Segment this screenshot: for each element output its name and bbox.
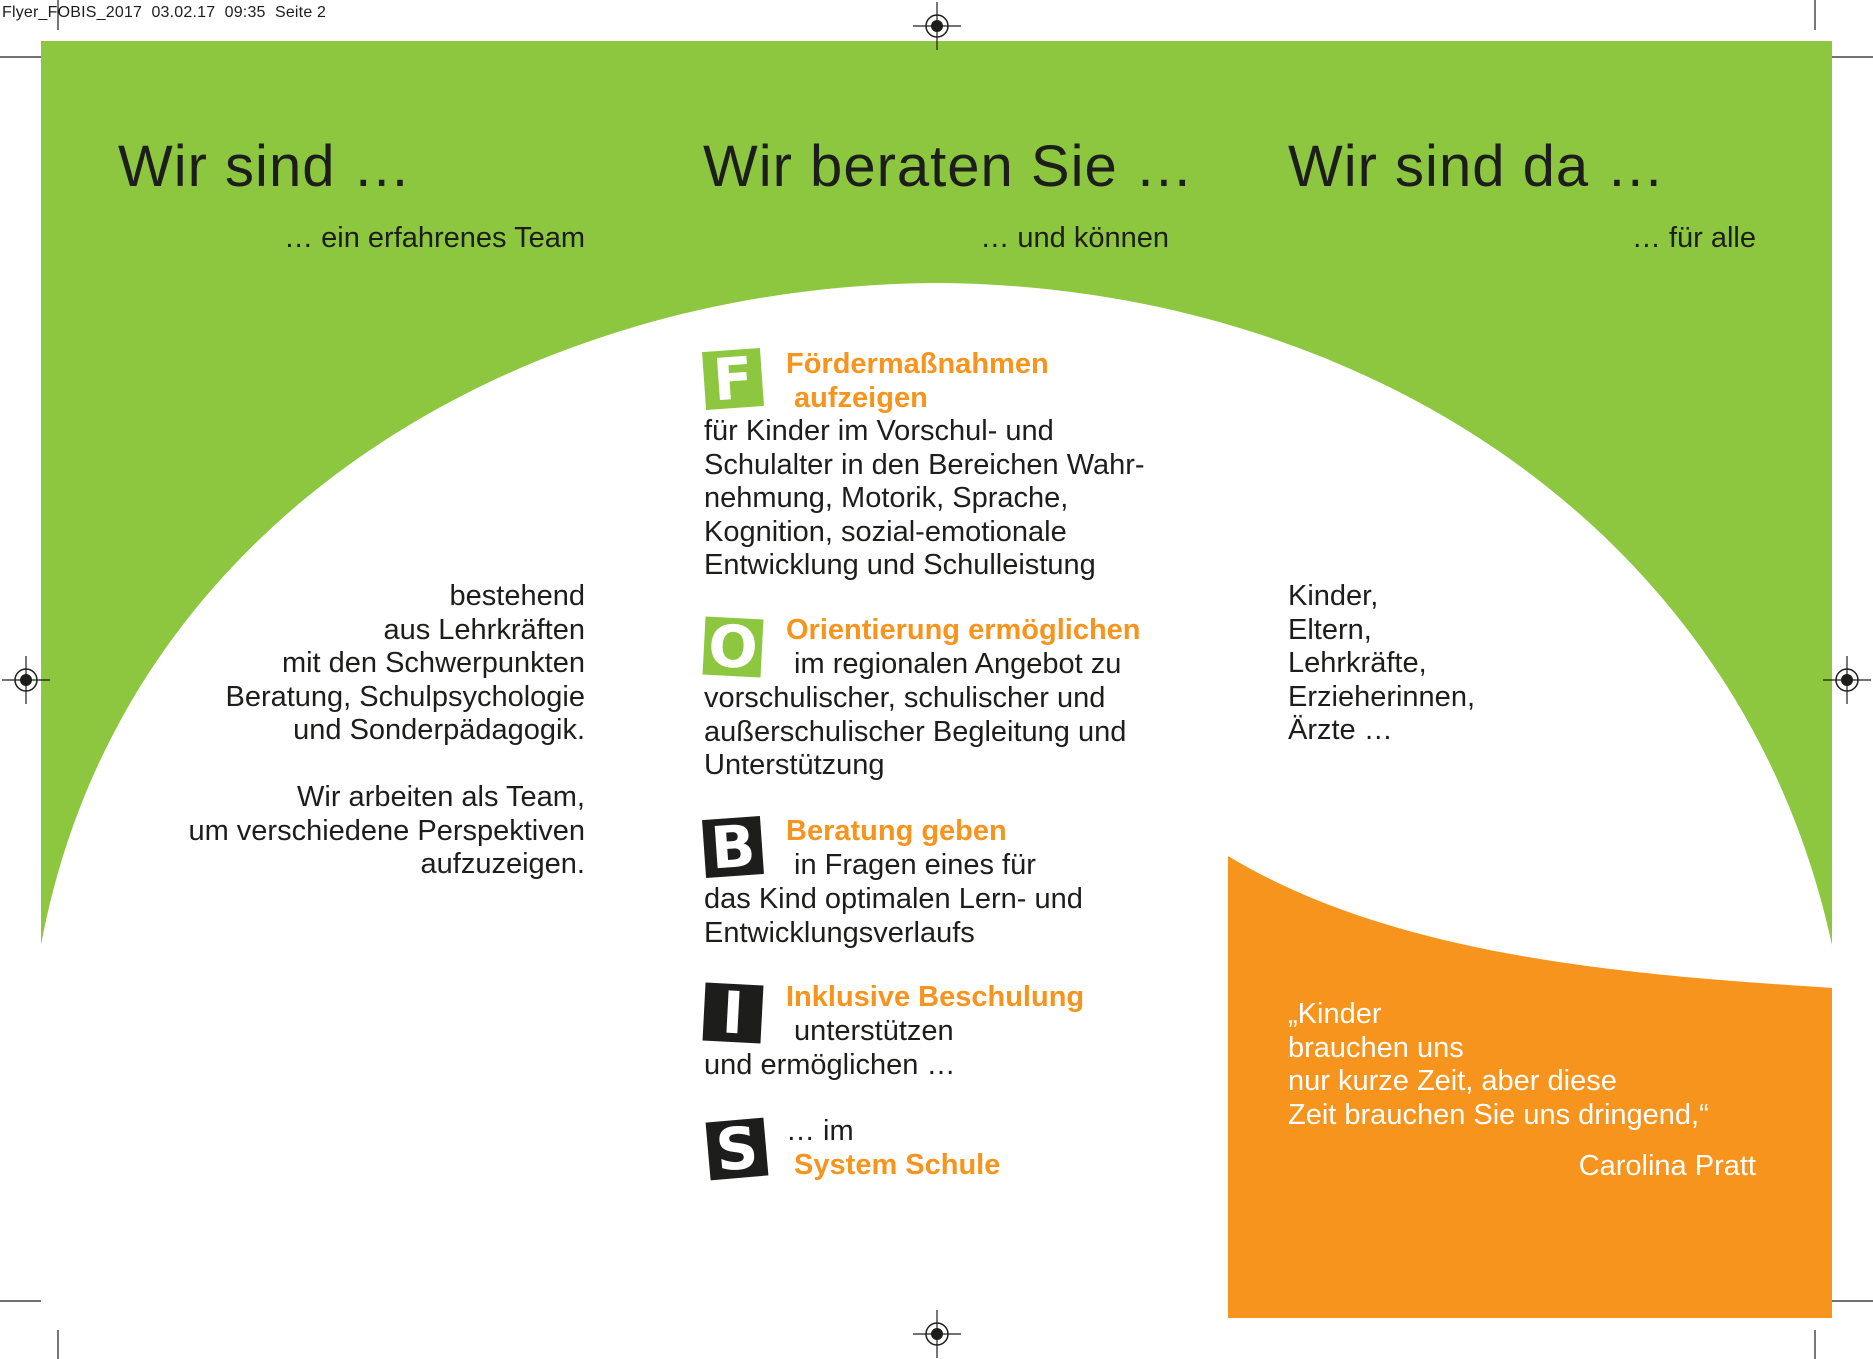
column3-heading: Wir sind da … <box>1288 134 1666 199</box>
green-arch-panel <box>41 41 1832 945</box>
text-line: vorschulischer, schulischer und <box>704 682 1106 714</box>
orange-wave-panel <box>1228 856 1832 1318</box>
letter-badge-b: B <box>702 812 764 882</box>
list-item: Ärzte … <box>1288 714 1393 746</box>
text-line: und Sonderpädagogik. <box>293 714 585 746</box>
text-line: Unterstützung <box>704 749 885 781</box>
item-title-inklusive: Inklusive Beschulung <box>786 981 1085 1013</box>
list-item: Eltern, <box>1288 613 1372 646</box>
letter-badge-i: I <box>702 978 764 1048</box>
letter-badge-s: S <box>705 1113 769 1185</box>
letter-badge-o: O <box>702 612 764 682</box>
item-title-beratung: Beratung geben <box>786 815 1007 847</box>
text-line: aus Lehrkräften <box>383 613 585 646</box>
item-title-system-schule: System Schule <box>786 1149 1001 1181</box>
text-line: außerschulischer Begleitung und <box>704 715 1127 748</box>
registration-mark-bottom-icon <box>913 1310 961 1358</box>
item-text-beratung-first: in Fragen eines für <box>786 849 1036 881</box>
quote-line: „Kinder <box>1288 998 1382 1030</box>
item-pretext-system: … im <box>786 1115 854 1147</box>
list-item: Kinder, <box>1288 580 1379 612</box>
print-info: Flyer_FOBIS_2017 03.02.17 09:35 Seite 2 <box>2 4 327 21</box>
text-line: Entwicklungsverlaufs <box>704 916 975 949</box>
list-item: Lehrkräfte, <box>1288 647 1427 679</box>
column3-subheading: … für alle <box>1631 222 1756 254</box>
column1-subheading: … ein erfahrenes Team <box>284 222 585 254</box>
item-title-orientierung: Orientierung ermöglichen <box>786 614 1141 646</box>
title-line: aufzeigen <box>786 381 928 414</box>
quote-line: brauchen uns <box>1288 1031 1464 1064</box>
text-line: das Kind optimalen Lern- und <box>704 883 1083 915</box>
text-line: für Kinder im Vorschul- und <box>704 415 1054 447</box>
column2-subheading: … und können <box>980 222 1169 254</box>
text-line: mit den Schwerpunkten <box>281 647 585 679</box>
quote-author: Carolina Pratt <box>1578 1150 1756 1182</box>
item-title-foerdermassnahmen: Fördermaßnahmen aufzeigen <box>786 348 1049 415</box>
text-line: Beratung, Schulpsychologie <box>225 680 585 713</box>
text-line: um verschiedene Perspektiven <box>188 814 585 847</box>
quote-line: nur kurze Zeit, aber diese <box>1288 1065 1617 1097</box>
item-text-beratung: das Kind optimalen Lern- und Entwicklung… <box>704 883 1083 950</box>
list-item: Erzieherinnen, <box>1288 680 1475 713</box>
column2-heading: Wir beraten Sie … <box>703 134 1194 199</box>
quote-block: „Kinder brauchen uns nur kurze Zeit, abe… <box>1288 998 1709 1132</box>
registration-mark-left-icon <box>2 656 50 704</box>
text-line: Kognition, sozial-emotionale <box>704 515 1067 548</box>
text-line: Schulalter in den Bereichen Wahr- <box>704 448 1145 481</box>
item-text-inklusive: und ermöglichen … <box>704 1049 956 1081</box>
text-line: aufzuzeigen. <box>420 848 585 880</box>
column1-heading: Wir sind … <box>118 134 412 199</box>
audience-list: Kinder, Eltern, Lehrkräfte, Erzieherinne… <box>1288 580 1475 748</box>
quote-line: Zeit brauchen Sie uns dringend,“ <box>1288 1098 1709 1131</box>
title-line: Fördermaßnahmen <box>786 348 1049 380</box>
item-text-orientierung-first: im regionalen Angebot zu <box>786 648 1122 680</box>
column1-paragraph1: bestehend aus Lehrkräften mit den Schwer… <box>225 580 585 748</box>
text-line: Entwicklung und Schulleistung <box>704 549 1096 581</box>
text-line: bestehend <box>449 580 585 612</box>
item-text-foerdermassnahmen: für Kinder im Vorschul- und Schulalter i… <box>704 415 1145 583</box>
item-text-inklusive-first: unterstützen <box>786 1015 954 1047</box>
registration-mark-right-icon <box>1823 656 1871 704</box>
column1-paragraph2: Wir arbeiten als Team, um verschiedene P… <box>188 781 585 882</box>
text-line: nehmung, Motorik, Sprache, <box>704 482 1069 514</box>
text-line: Wir arbeiten als Team, <box>297 781 585 813</box>
item-text-orientierung: vorschulischer, schulischer und außersch… <box>704 682 1126 783</box>
letter-badge-f: F <box>702 344 764 414</box>
registration-mark-top-icon <box>913 2 961 50</box>
